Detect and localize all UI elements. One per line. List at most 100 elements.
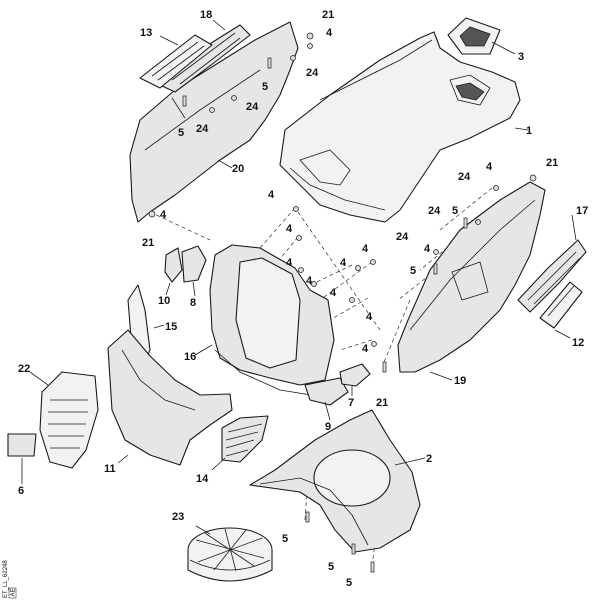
callout-24: 24 — [246, 101, 259, 113]
callout-4: 4 — [306, 275, 313, 287]
front-grille-part-22 — [39, 371, 99, 469]
callout-16: 16 — [184, 351, 196, 363]
callout-24: 24 — [396, 231, 409, 243]
nut — [493, 185, 499, 191]
nut — [529, 174, 537, 182]
nut — [290, 55, 296, 61]
bumper-part-11 — [107, 329, 233, 466]
callout-13: 13 — [140, 27, 152, 39]
clip-part-7 — [339, 363, 371, 387]
callout-4: 4 — [326, 27, 333, 39]
callout-1: 1 — [526, 125, 532, 137]
callout-4: 4 — [286, 257, 293, 269]
callout-15: 15 — [165, 321, 177, 333]
headlight-part-10 — [164, 247, 183, 283]
callout-labels: 1 2 3 4 4 4 4 4 4 4 4 4 4 4 4 4 5 5 5 5 … — [18, 9, 588, 589]
nut — [307, 43, 313, 49]
callout-21: 21 — [546, 157, 558, 169]
callout-22: 22 — [18, 363, 30, 375]
callout-24: 24 — [428, 205, 441, 217]
callout-20: 20 — [232, 163, 244, 175]
hood-part-1 — [279, 31, 521, 223]
nut — [355, 265, 361, 271]
nut — [293, 206, 299, 212]
lower-grille-part-14 — [221, 415, 269, 463]
callout-5: 5 — [178, 127, 184, 139]
badge-part-6 — [7, 433, 37, 457]
louver-part-17 — [517, 239, 587, 313]
callout-9: 9 — [325, 421, 331, 433]
callout-6: 6 — [18, 485, 24, 497]
callout-5: 5 — [452, 205, 458, 217]
screw — [463, 217, 468, 229]
callout-4: 4 — [268, 189, 275, 201]
vent-part-3 — [447, 17, 501, 55]
callout-2: 2 — [426, 453, 432, 465]
callout-21: 21 — [322, 9, 334, 21]
callout-18: 18 — [200, 9, 212, 21]
callout-5: 5 — [262, 81, 268, 93]
reference-code-sub: AE — [11, 588, 17, 596]
callout-24: 24 — [458, 171, 471, 183]
nut — [475, 219, 481, 225]
nut — [296, 235, 302, 241]
callout-21: 21 — [142, 237, 154, 249]
screw — [382, 361, 387, 373]
callout-4: 4 — [486, 161, 493, 173]
callout-5: 5 — [410, 265, 416, 277]
callout-4: 4 — [362, 343, 369, 355]
callout-21: 21 — [376, 397, 388, 409]
screw — [305, 511, 310, 523]
callout-14: 14 — [196, 473, 209, 485]
fasteners — [148, 32, 537, 573]
callout-24: 24 — [306, 67, 319, 79]
callout-4: 4 — [160, 209, 167, 221]
callout-3: 3 — [518, 51, 524, 63]
callout-4: 4 — [362, 243, 369, 255]
callout-5: 5 — [282, 533, 288, 545]
grille-part-12 — [539, 281, 583, 329]
callout-4: 4 — [286, 223, 293, 235]
filter-drum-part-23 — [187, 527, 273, 582]
nut — [298, 267, 304, 273]
screw — [351, 543, 356, 555]
reference-code-main: ET_LL_62248 — [3, 560, 9, 598]
nut — [371, 341, 377, 347]
fender-tray-part-2 — [249, 409, 421, 553]
callout-10: 10 — [158, 295, 170, 307]
callout-4: 4 — [330, 287, 337, 299]
callout-24: 24 — [196, 123, 209, 135]
headlight-part-8 — [181, 245, 207, 283]
nut — [148, 210, 156, 218]
callout-5: 5 — [346, 577, 352, 589]
callout-7: 7 — [348, 397, 354, 409]
cover-part-9 — [304, 377, 349, 406]
left-side-panel-part-20 — [129, 21, 299, 223]
nut — [311, 281, 317, 287]
grille-part-13 — [139, 34, 213, 89]
callout-11: 11 — [104, 463, 116, 475]
callout-17: 17 — [576, 205, 588, 217]
screw — [182, 95, 187, 107]
callout-19: 19 — [454, 375, 466, 387]
callout-12: 12 — [572, 337, 584, 349]
screw — [370, 561, 375, 573]
nut — [349, 297, 355, 303]
screw — [267, 57, 272, 69]
callout-8: 8 — [190, 297, 196, 309]
nut — [306, 32, 314, 40]
screw — [433, 263, 438, 275]
right-side-panel-part-19 — [397, 181, 546, 373]
nut — [209, 107, 215, 113]
nut — [231, 95, 237, 101]
reference-code: ET_LL_62248 AE — [3, 560, 17, 599]
callout-4: 4 — [366, 311, 373, 323]
leader-lines — [21, 19, 577, 535]
callout-23: 23 — [172, 511, 184, 523]
callout-4: 4 — [424, 243, 431, 255]
callout-5: 5 — [328, 561, 334, 573]
nut — [433, 249, 439, 255]
nut — [370, 259, 376, 265]
front-frame-part-16 — [209, 244, 335, 399]
